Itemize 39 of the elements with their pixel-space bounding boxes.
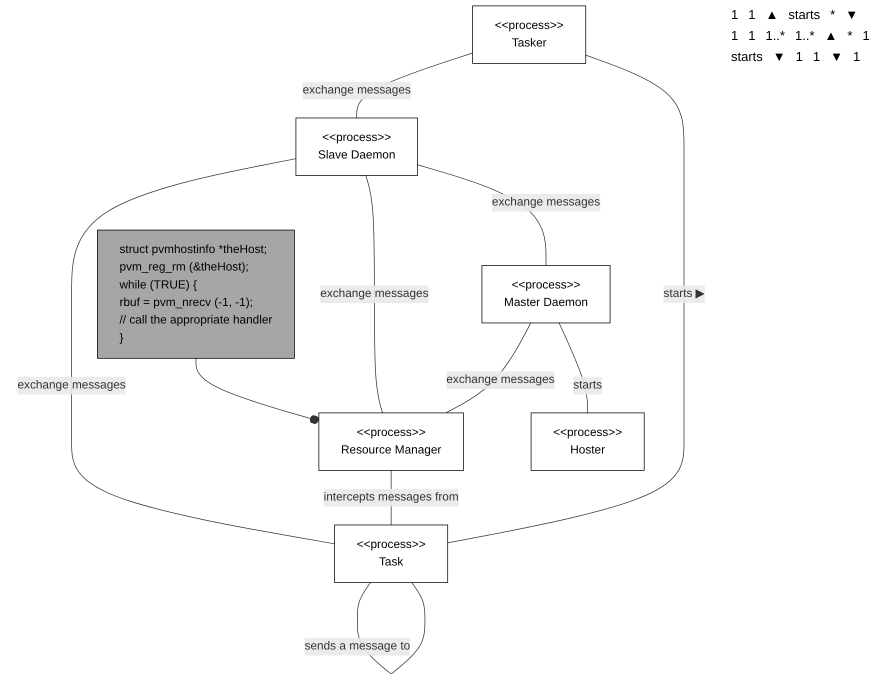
node-box: <<process>> Slave Daemon (296, 118, 418, 176)
multiplicity-label: 1 (730, 6, 740, 23)
multiplicity-label: 1..* (794, 27, 816, 44)
node-box: <<process>> Task (334, 524, 448, 583)
edge-label: exchange messages (446, 374, 555, 386)
edge-label: exchange messages (492, 196, 600, 209)
node-box: <<process>> Tasker (472, 6, 586, 64)
connector (365, 175, 383, 414)
multiplicity-label: ▲ (824, 27, 838, 44)
connector (196, 358, 320, 424)
multiplicity-label: * (829, 6, 836, 23)
multiplicity-label: 1 (861, 27, 871, 44)
edge-label: exchange messages (302, 84, 411, 97)
edge-label: exchange messages (320, 288, 428, 300)
multiplicity-label: starts (787, 6, 822, 23)
multiplicity-label: 1 (794, 48, 804, 65)
edge-label: sends a message to (304, 640, 410, 653)
node-box: <<process>> Hoster (530, 412, 645, 471)
multiplicity-label: starts (730, 48, 764, 65)
multiplicity-label: 1..* (764, 27, 786, 44)
multiplicity-label: 1 (852, 48, 862, 65)
edge-label: intercepts messages from (324, 491, 459, 504)
multiplicity-label: ▼ (844, 6, 860, 23)
multiplicity-label: 1 (747, 27, 756, 44)
connector (71, 158, 335, 544)
multiplicity-label: 1 (747, 6, 756, 23)
multiplicity-label: ▲ (764, 6, 780, 23)
multiplicity-label: * (846, 27, 854, 44)
node-box: <<process>> Resource Manager (318, 412, 464, 471)
multiplicity-label: ▼ (829, 48, 844, 65)
node-box: <<process>> Master Daemon (482, 265, 610, 324)
multiplicity-label: 1 (812, 48, 822, 65)
edge-label: starts (573, 378, 602, 392)
edge-label: starts ▶ (664, 288, 704, 300)
multiplicity-label: ▼ (772, 48, 787, 65)
edge-label: exchange messages (18, 378, 126, 392)
node-box: struct pvmhostinfo *theHost; pvm_reg_rm (&theHost); while (TRUE) { rbuf = pvm_nrecv (-1, -1); // call the appropriate handler } (97, 230, 295, 359)
connector (447, 54, 684, 544)
multiplicity-label: 1 (730, 27, 740, 44)
